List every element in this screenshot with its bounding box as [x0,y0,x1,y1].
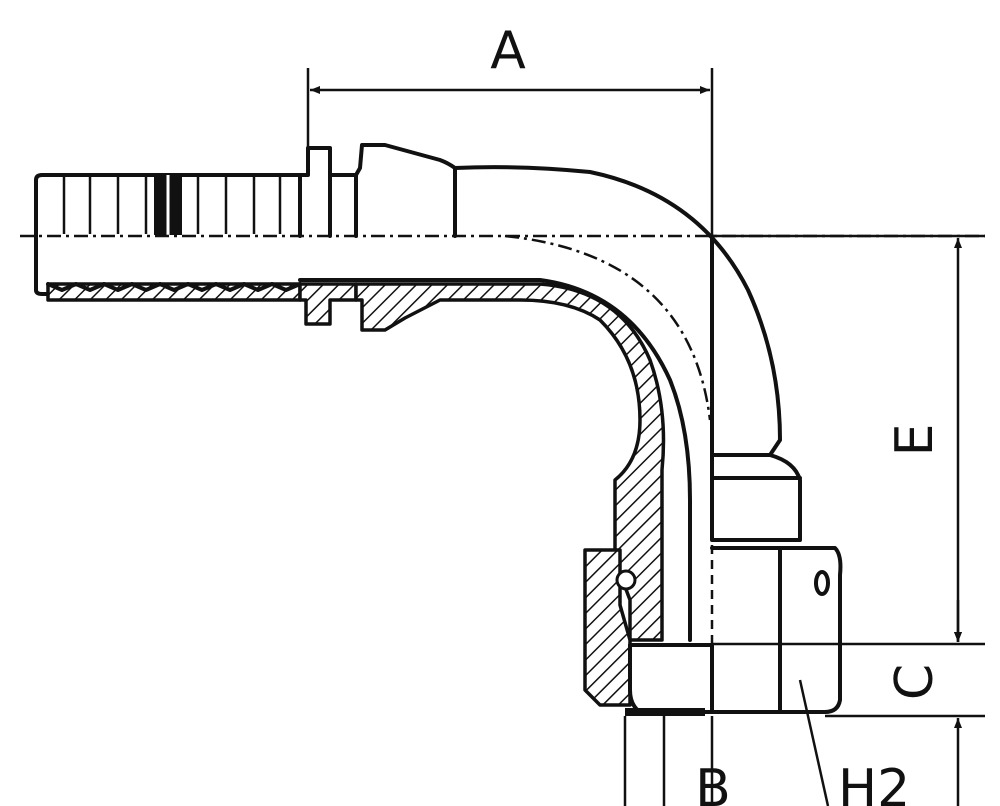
swivel-nut [625,453,843,716]
fitting-body-upper [298,143,782,457]
label-A: A [490,21,526,81]
dimension-B: B [623,716,731,806]
section-view [34,234,692,707]
o-ring [615,569,637,591]
bend-centerline [504,234,712,421]
dimension-C: C [712,600,985,806]
dimension-E: E [712,234,985,642]
label-H2: H2 [838,759,910,806]
leader-H2: H2 [798,679,910,806]
label-E: E [885,424,945,457]
label-C: C [885,664,945,700]
hose-tail [34,173,302,238]
dimension-A: A [306,21,714,440]
label-B: B [695,759,731,806]
